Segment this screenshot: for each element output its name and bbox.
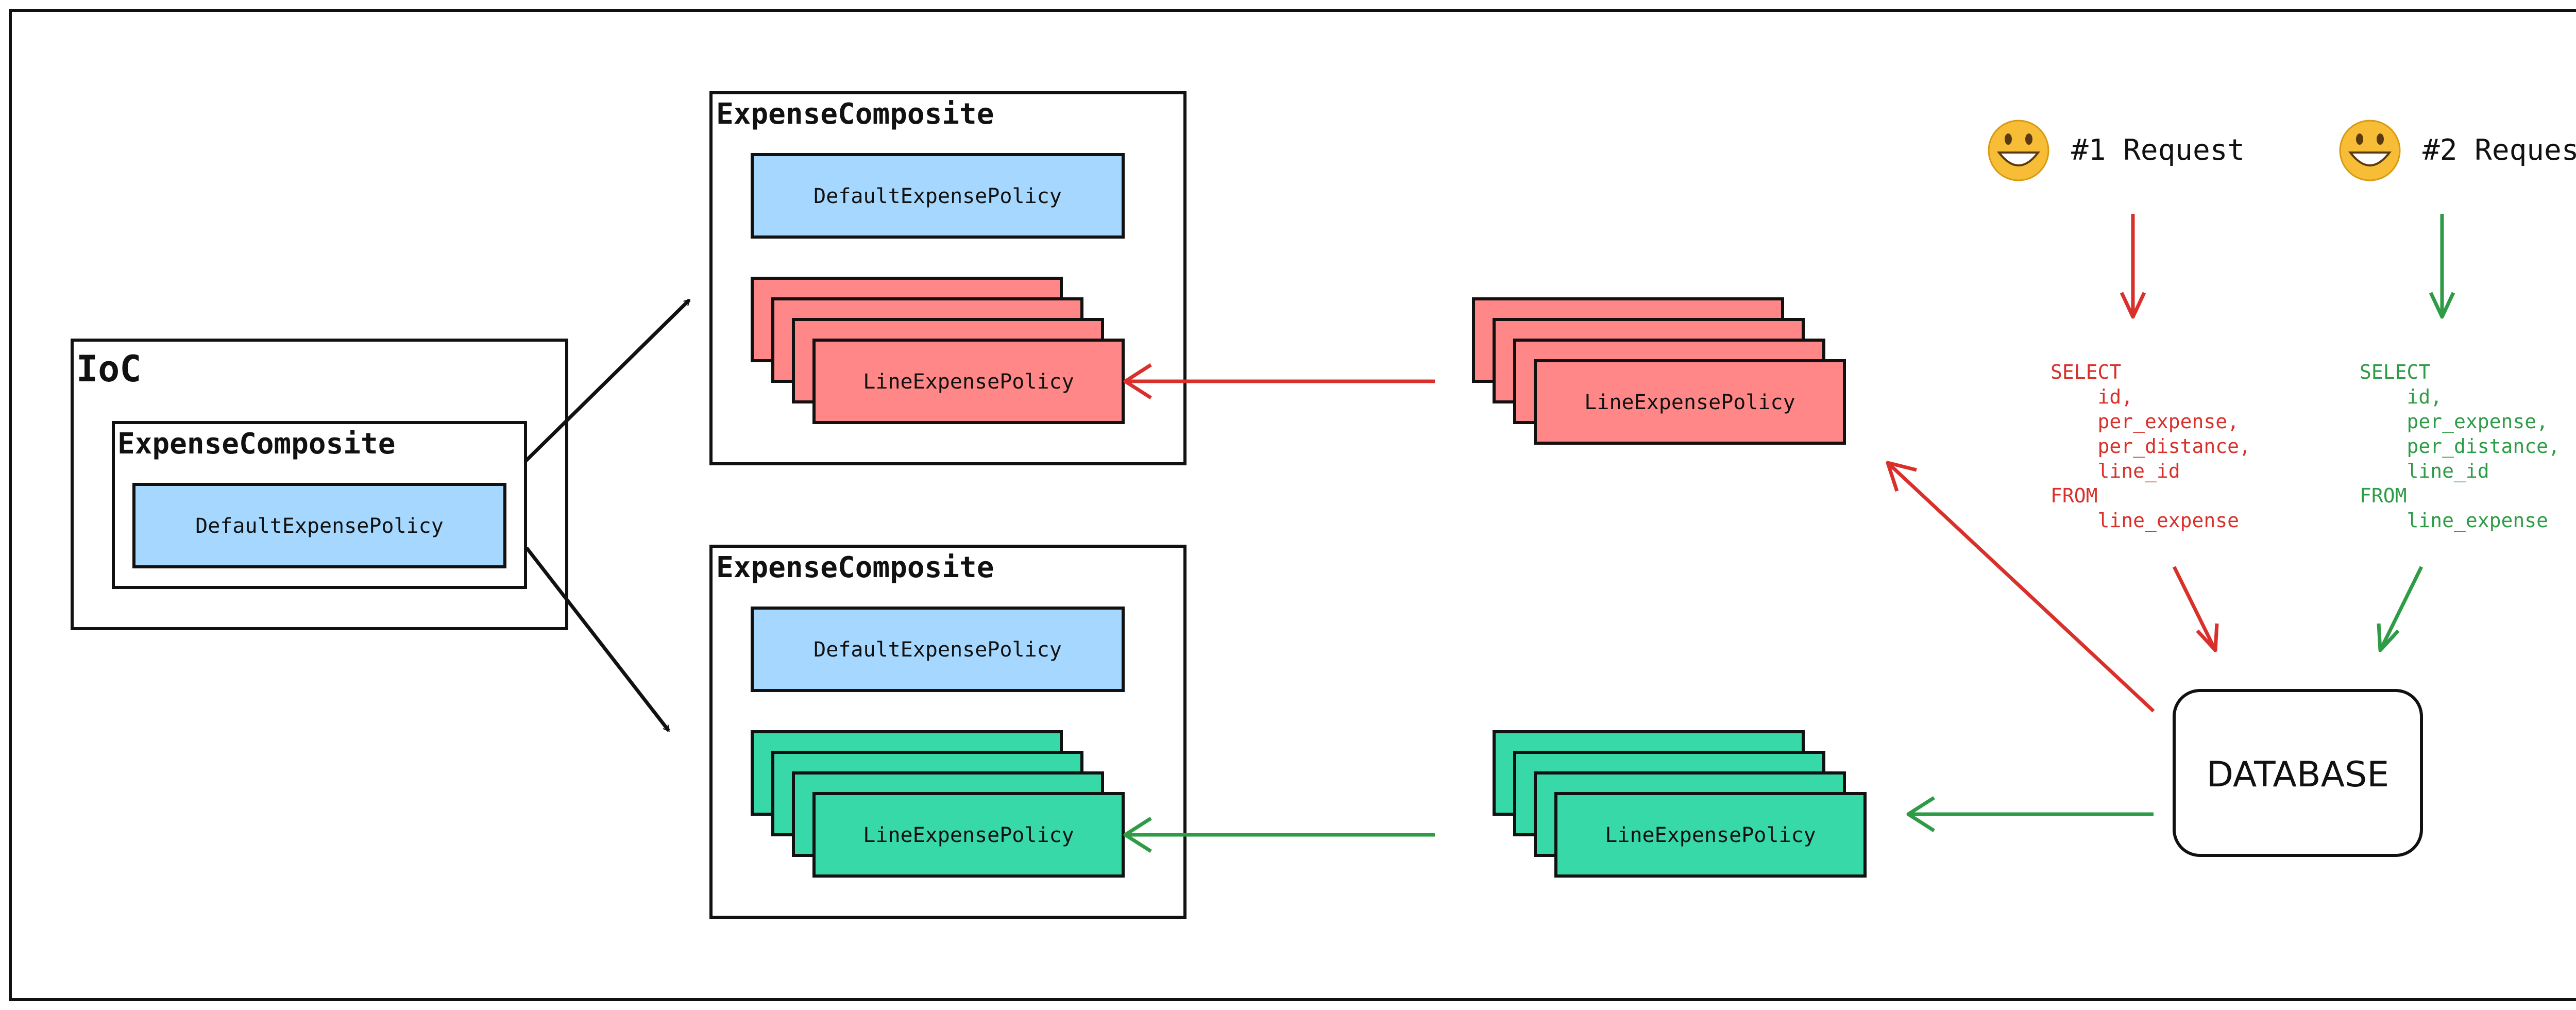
sql-query-1-line: line_expense <box>2050 509 2239 532</box>
arrow-ioc-to-bottom <box>525 546 670 731</box>
arrow-database-to-green-stack <box>1906 796 2154 832</box>
composite-bottom: ExpenseComposite DefaultExpensePolicy Li… <box>709 545 1187 919</box>
ioc-expense-composite: ExpenseComposite DefaultExpensePolicy <box>112 421 527 589</box>
fetched-red-line-policy-label: LineExpensePolicy <box>1584 391 1795 414</box>
database-node: DATABASE <box>2173 689 2423 857</box>
fetched-green-line-policy-stack: LineExpensePolicy <box>1493 730 1867 878</box>
composite-bottom-title: ExpenseComposite <box>716 551 994 584</box>
composite-top-line-policy-label: LineExpensePolicy <box>863 370 1074 394</box>
request-2-label: #2 Request <box>2422 133 2576 167</box>
sql-query-1: SELECT id, per_expense, per_distance, li… <box>0 0 2310 532</box>
ioc-default-policy-label: DefaultExpensePolicy <box>195 514 444 538</box>
sql-query-1-line: id, <box>2050 385 2133 408</box>
sql-query-2-line: id, <box>2360 385 2442 408</box>
arrow-green-to-composite-bottom <box>1123 817 1435 853</box>
ioc-container: IoC ExpenseComposite DefaultExpensePolic… <box>71 339 568 630</box>
sql-query-2-line: SELECT <box>2360 361 2430 383</box>
sql-query-1-line: per_distance, <box>2050 435 2251 458</box>
sql-query-2-line: FROM <box>2360 484 2407 507</box>
composite-bottom-default-policy-box <box>751 607 1125 692</box>
sql-query-1-line: per_expense, <box>2050 410 2239 433</box>
request-1: #1 Request <box>1988 120 2245 181</box>
ioc-title: IoC <box>76 348 141 390</box>
sql-query-2-line: per_distance, <box>2360 435 2560 458</box>
composite-bottom-line-policy-stack: LineExpensePolicy <box>751 730 1125 878</box>
sql-query-1-line: FROM <box>2050 484 2098 507</box>
request-1-label: #1 Request <box>2071 133 2245 167</box>
ioc-composite-title: ExpenseComposite <box>117 427 395 461</box>
database-label: DATABASE <box>2207 754 2389 795</box>
sql-query-2: SELECT id, per_expense, per_distance, li… <box>2360 361 2560 532</box>
composite-bottom-default-policy-label: DefaultExpensePolicy <box>814 638 1062 662</box>
grinning-face-emoji-icon <box>2339 120 2401 181</box>
arrow-request-1-to-sql <box>2120 214 2146 319</box>
arrow-sql-2-to-database <box>2377 566 2424 652</box>
sql-query-2-line: per_expense, <box>2360 410 2548 433</box>
arrow-database-to-red-stack <box>1886 461 2155 713</box>
grinning-face-emoji-icon <box>1988 120 2049 181</box>
composite-top: ExpenseComposite DefaultExpensePolicy Li… <box>709 91 1187 465</box>
arrow-ioc-to-top <box>524 298 691 463</box>
composite-top-title: ExpenseComposite <box>716 97 994 131</box>
fetched-green-line-policy-label: LineExpensePolicy <box>1605 823 1816 847</box>
arrow-sql-1-to-database <box>2172 566 2219 652</box>
fetched-red-line-policy-stack: LineExpensePolicy <box>1472 297 1846 445</box>
composite-top-line-policy-stack: LineExpensePolicy <box>751 277 1125 424</box>
sql-query-2-line: line_id <box>2360 460 2489 483</box>
sql-query-1-line: line_id <box>2050 460 2180 483</box>
ioc-default-policy-box <box>132 483 506 568</box>
sql-query-2-line: line_expense <box>2360 509 2548 532</box>
outer-frame <box>9 9 2576 1001</box>
composite-top-default-policy-label: DefaultExpensePolicy <box>814 184 1062 208</box>
composite-bottom-line-policy-label: LineExpensePolicy <box>863 823 1074 847</box>
arrow-request-2-to-sql <box>2429 214 2455 319</box>
composite-top-default-policy-box <box>751 153 1125 239</box>
request-2: #2 Request <box>2339 120 2576 181</box>
sql-query-1-line: SELECT <box>2050 361 2121 383</box>
arrow-red-to-composite-top <box>1123 363 1435 399</box>
